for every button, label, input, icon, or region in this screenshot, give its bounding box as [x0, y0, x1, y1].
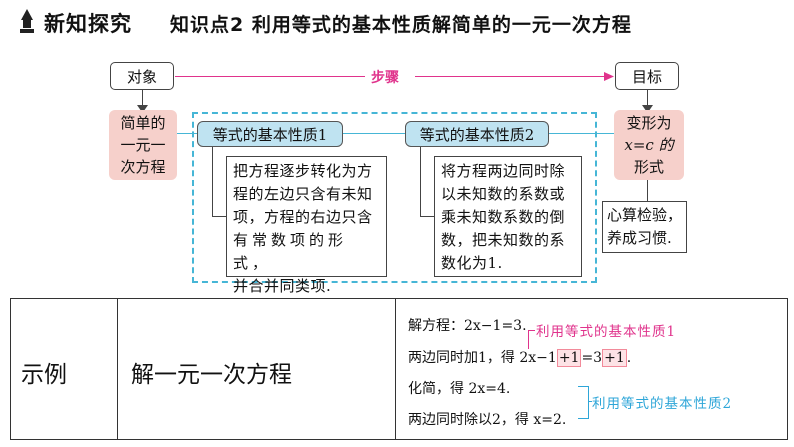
note2-line1: 将方程两边同时除 — [441, 162, 566, 180]
note2-line5: 数化为1. — [441, 254, 503, 272]
note1-line3: 项，方程的右边只含 — [233, 208, 373, 226]
solution-step-2: 两边同时加1，得 2x−1+1=3+1. — [408, 347, 631, 367]
note1-line4: 有常数项的形式， — [233, 231, 348, 272]
steps-dashed-frame — [192, 112, 597, 283]
pencil-icon — [20, 9, 34, 33]
note1-bracket-h — [212, 216, 226, 217]
annotation1-pointer — [528, 330, 535, 349]
step2-prefix: 两边同时加1，得 2x−1 — [408, 350, 557, 366]
step2-end: . — [626, 350, 632, 366]
link-property1-to-property2 — [343, 133, 405, 134]
table-divider-2 — [395, 299, 396, 439]
check-habit-note: 心算检验， 养成习惯. — [602, 201, 687, 253]
goal-form-line3: 形式 — [633, 158, 664, 176]
note1-line1: 把方程逐步转化为方 — [233, 162, 373, 180]
goal-form-line1: 变形为 — [626, 114, 672, 132]
steps-label: 步骤 — [371, 70, 399, 86]
step2-highlight-1: +1 — [556, 349, 582, 367]
goal-form-line2: x=c 的 — [624, 136, 674, 154]
goal-form-box: 变形为 x=c 的 形式 — [614, 110, 684, 180]
note2-line2: 以未知数的系数或 — [441, 185, 566, 203]
step2-highlight-2: +1 — [602, 349, 627, 367]
step2-mid: =3 — [581, 350, 603, 366]
note2-line3: 乘未知数系数的倒 — [441, 208, 566, 226]
example-label: 示例 — [21, 362, 67, 388]
annotation2-tick — [588, 401, 592, 402]
header-bar: 新知探究 知识点2 利用等式的基本性质解简单的一元一次方程 — [0, 0, 794, 42]
note3-connector — [647, 180, 648, 201]
link-left-to-property1 — [177, 133, 197, 134]
goal-connector — [647, 90, 648, 110]
property1-explanation: 把方程逐步转化为方 程的左边只含有未知 项，方程的右边只含 有常数项的形式， 并… — [226, 156, 387, 295]
example-table: 示例 解一元一次方程 — [10, 298, 788, 440]
note2-line4: 数，把未知数的系 — [441, 231, 566, 249]
goal-box: 目标 — [615, 62, 679, 90]
down-arrow-right-icon — [642, 105, 653, 113]
note1-line5: 并合并同类项. — [233, 277, 332, 295]
link-property2-to-right — [549, 133, 614, 134]
steps-arrow-line-right — [415, 76, 607, 77]
property2-box: 等式的基本性质2 — [405, 121, 549, 147]
solution-step-1: 解方程：2x−1=3. — [408, 318, 527, 334]
table-divider-1 — [117, 299, 118, 439]
solution-step-3: 化简，得 2x=4. — [408, 381, 511, 397]
equation-type-line1: 简单的 — [120, 114, 166, 132]
note2-bracket-v — [420, 147, 421, 217]
topic-title: 知识点2 利用等式的基本性质解简单的一元一次方程 — [170, 14, 632, 36]
steps-arrow-line-left — [175, 76, 365, 77]
object-connector — [142, 90, 143, 110]
equation-type-line2: 一元一 — [120, 136, 166, 154]
note1-bracket-v — [212, 147, 213, 217]
annotation-property1: 利用等式的基本性质1 — [536, 324, 677, 340]
property2-explanation: 将方程两边同时除 以未知数的系数或 乘未知数系数的倒 数，把未知数的系 数化为1… — [434, 156, 582, 277]
down-arrow-left-icon — [137, 105, 148, 113]
solution-step-4: 两边同时除以2，得 x=2. — [408, 412, 567, 428]
note1-line2: 程的左边只含有未知 — [233, 185, 373, 203]
example-task: 解一元一次方程 — [131, 362, 292, 388]
annotation2-bracket — [578, 386, 589, 419]
section-title: 新知探究 — [44, 12, 132, 36]
object-box: 对象 — [110, 62, 174, 90]
equation-type-line3: 次方程 — [120, 158, 166, 176]
property1-box: 等式的基本性质1 — [197, 121, 343, 147]
note3-line1: 心算检验， — [607, 206, 683, 224]
note3-line2: 养成习惯. — [607, 229, 672, 247]
steps-arrow-head-icon — [604, 72, 614, 81]
note2-bracket-h — [420, 216, 434, 217]
annotation-property2: 利用等式的基本性质2 — [592, 396, 733, 412]
equation-type-box: 简单的 一元一 次方程 — [109, 110, 177, 180]
